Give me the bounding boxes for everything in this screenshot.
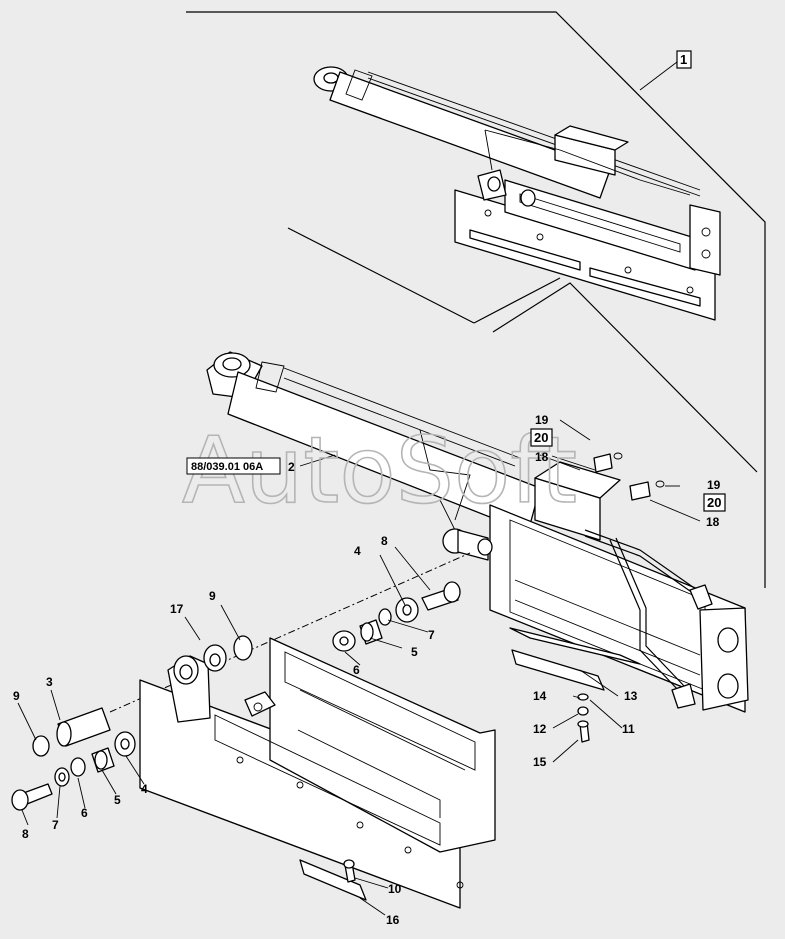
callout-7b: 7 (52, 818, 59, 832)
callout-leaders (17, 61, 701, 916)
assembly-axis-line (109, 552, 471, 713)
callout-3: 3 (46, 675, 53, 689)
callout-8a: 8 (381, 534, 388, 548)
callout-8b: 8 (22, 827, 29, 841)
callout-7a: 7 (428, 628, 435, 642)
callout-13: 13 (624, 689, 638, 703)
callout-5a: 5 (411, 645, 418, 659)
callout-9b: 9 (13, 689, 20, 703)
callout-15: 15 (533, 755, 547, 769)
callout-19b: 19 (707, 478, 721, 492)
callout-20a: 20 (534, 430, 548, 445)
callout-17: 17 (170, 602, 184, 616)
callout-14: 14 (533, 689, 547, 703)
callout-19a: 19 (535, 413, 549, 427)
callout-box-1: 1 (676, 50, 692, 69)
callout-box-20a: 20 (530, 428, 553, 447)
callout-box-20b: 20 (703, 493, 726, 512)
callout-1: 1 (680, 52, 687, 67)
callout-6a: 6 (353, 663, 360, 677)
pin-assembly-right (332, 581, 461, 652)
reference-code-text: 88/039.01 06A (191, 461, 263, 473)
reference-code-label: 88/039.01 06A (186, 457, 281, 475)
mounting-rail-frame (139, 637, 496, 909)
callout-12: 12 (533, 722, 547, 736)
callout-18b: 18 (706, 515, 720, 529)
pin-assembly-left (11, 635, 253, 811)
callout-18a: 18 (535, 450, 549, 464)
assembled-cylinder-overview (313, 66, 721, 321)
callout-16: 16 (386, 913, 400, 927)
callout-2: 2 (288, 460, 295, 474)
hydraulic-cylinder-exploded (206, 351, 749, 713)
assembly-frame-lines (186, 11, 766, 588)
callout-20b: 20 (707, 495, 721, 510)
callout-4b: 4 (141, 782, 148, 796)
callout-5b: 5 (114, 793, 121, 807)
callout-10: 10 (388, 882, 402, 896)
callout-4a: 4 (354, 544, 361, 558)
callout-11: 11 (622, 722, 635, 736)
callout-9a: 9 (209, 589, 216, 603)
small-hardware (343, 693, 590, 883)
callout-6b: 6 (81, 806, 88, 820)
